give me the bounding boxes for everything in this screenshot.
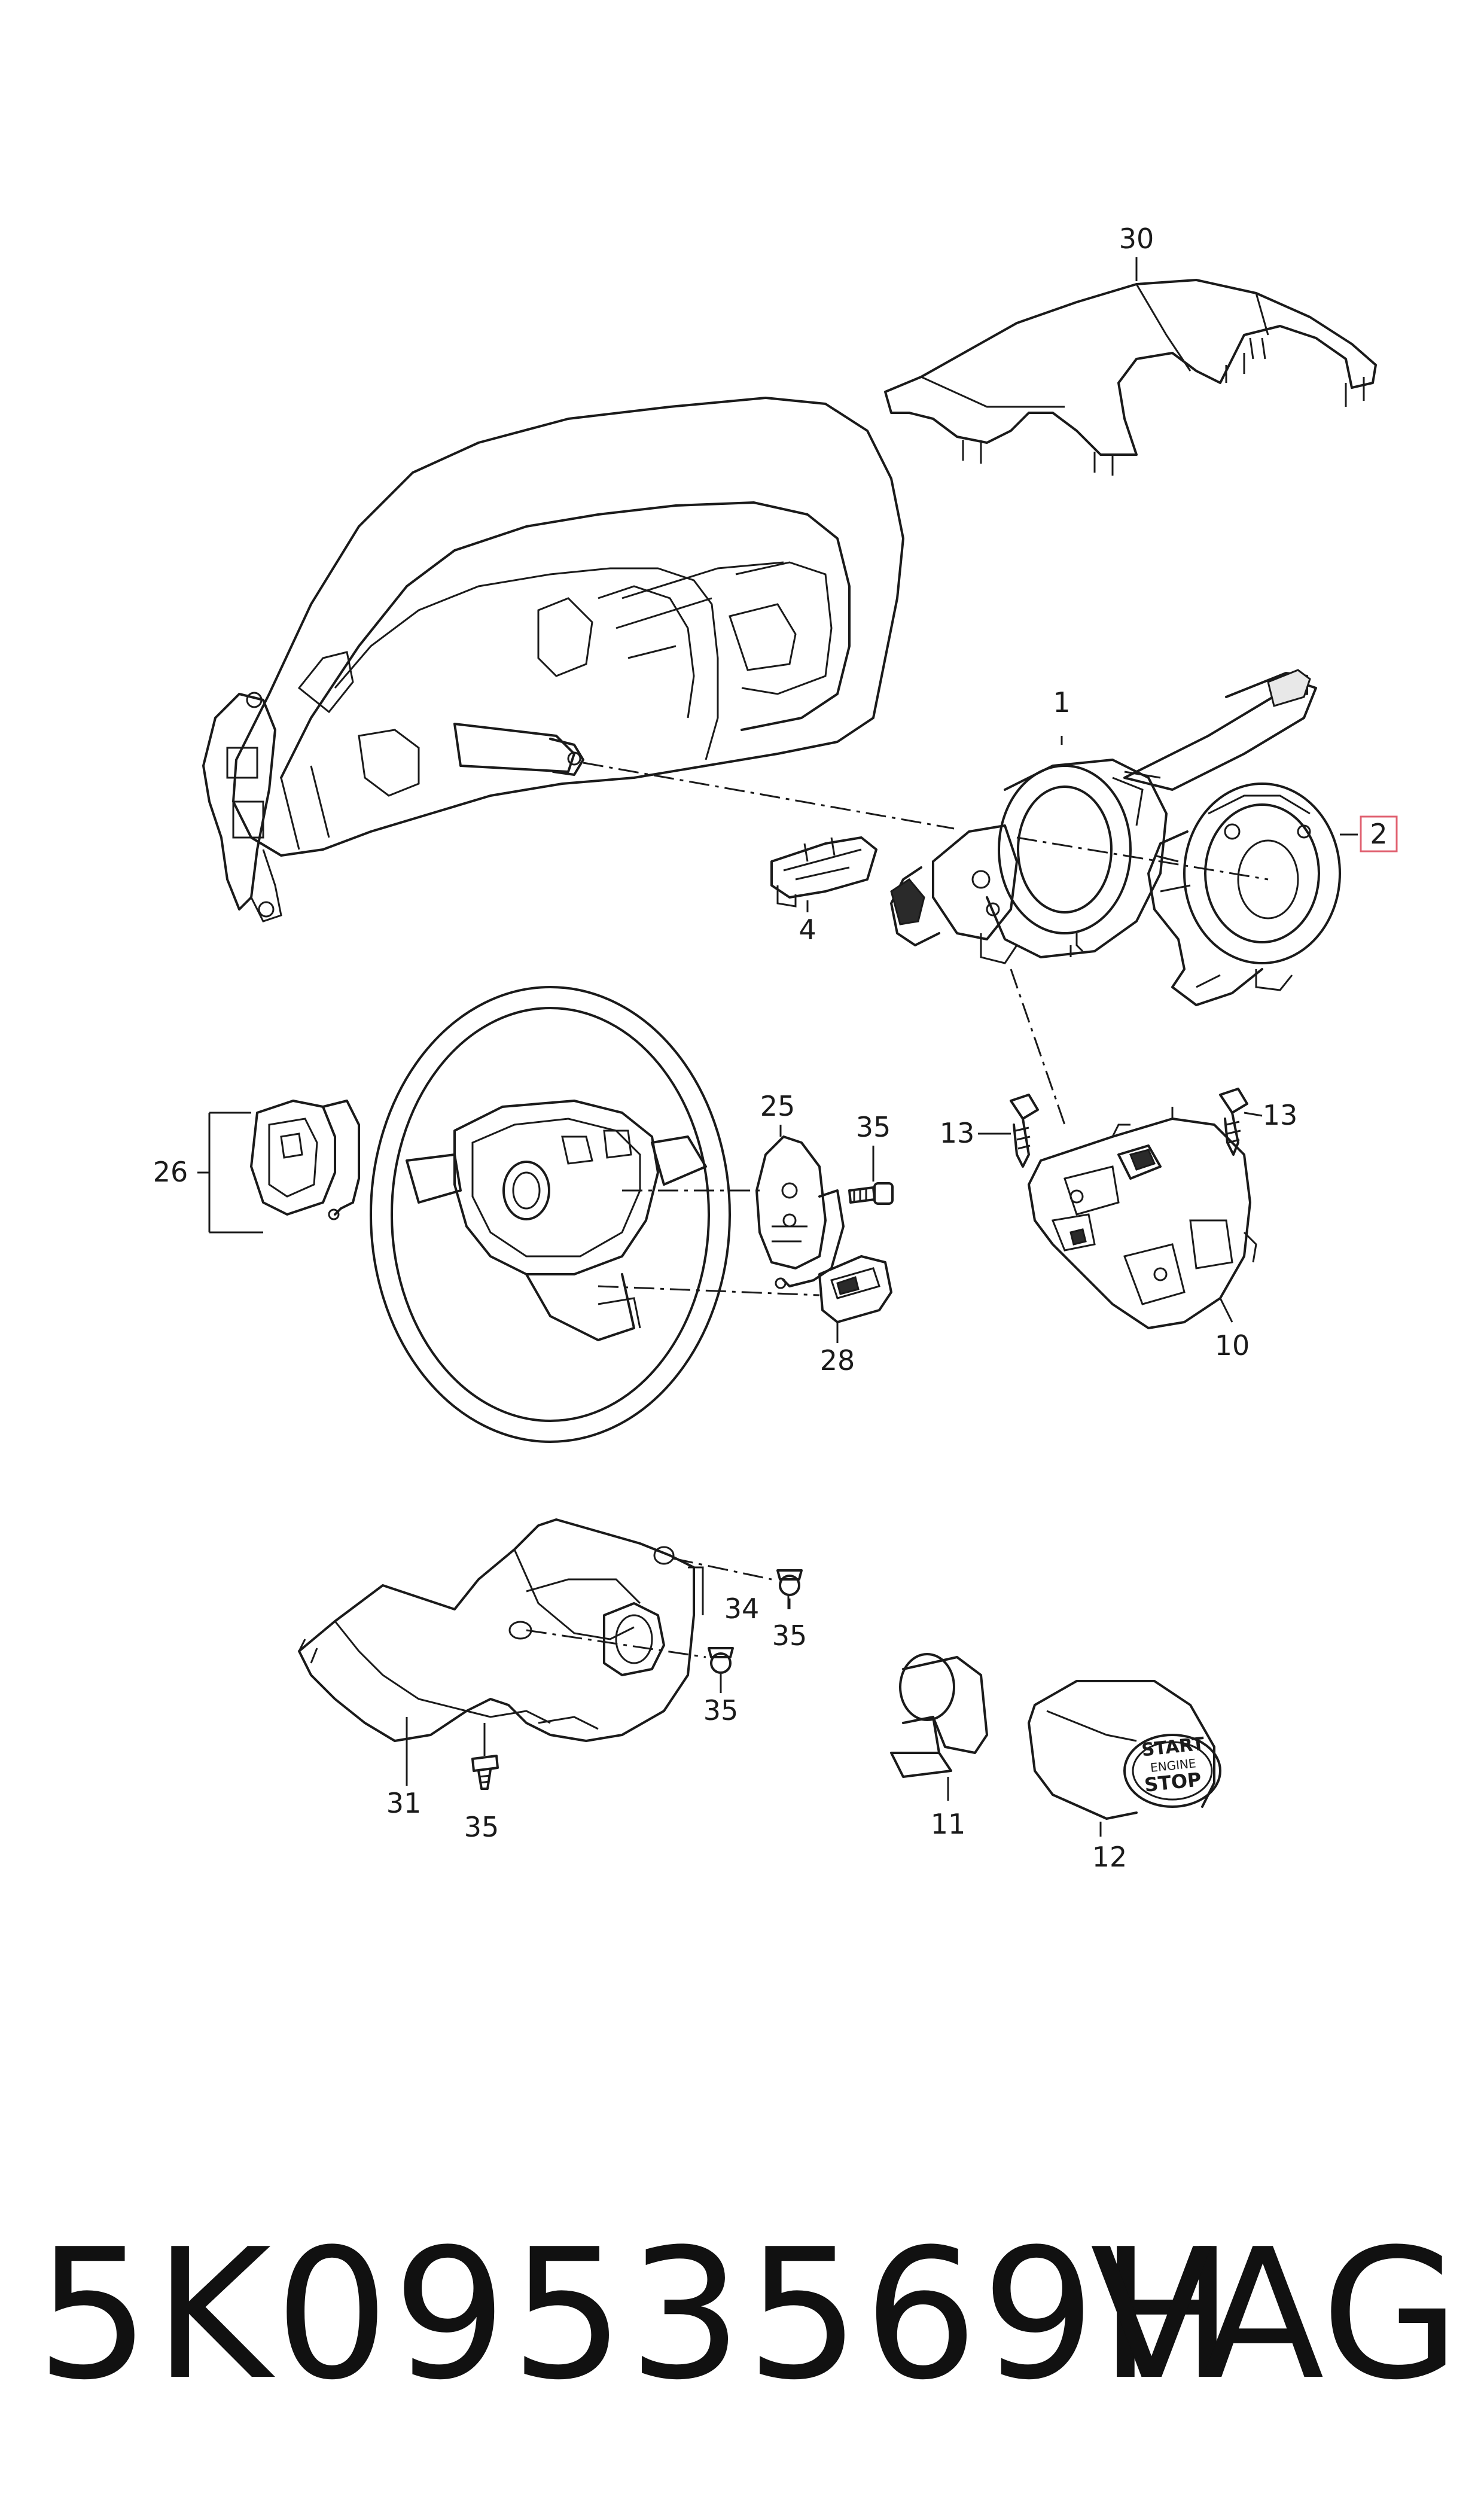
part-4-bracket xyxy=(770,836,877,908)
highlight-box-2 xyxy=(1360,815,1398,852)
leader-13-right xyxy=(1244,1112,1263,1117)
part-13-screw-left xyxy=(1010,1094,1039,1168)
part-13-screw-right xyxy=(1219,1088,1248,1156)
part-35-screw-upper xyxy=(848,1146,894,1205)
callout-30: 30 xyxy=(1119,223,1154,255)
callout-26: 26 xyxy=(153,1156,188,1188)
callout-11: 11 xyxy=(931,1808,966,1840)
part-number: 5K0953569H xyxy=(36,2211,1238,2419)
callout-12: 12 xyxy=(1092,1841,1128,1873)
part-26-switch xyxy=(197,1100,360,1234)
alignment-line-1 xyxy=(583,762,955,830)
callout-25: 25 xyxy=(760,1090,796,1122)
part-35-screw-right xyxy=(776,1569,803,1609)
callout-31: 31 xyxy=(386,1787,422,1819)
callout-labels: 30 1 2 4 25 35 26 13 13 28 10 34 35 35 3… xyxy=(153,223,1388,1873)
part-12-start-stop-button: START ENGINE STOP xyxy=(1028,1680,1221,1837)
part-2-clock-spring xyxy=(1147,783,1341,1006)
callout-2: 2 xyxy=(1370,818,1387,850)
leader-34 xyxy=(688,1566,704,1615)
part-35-screw-bottom xyxy=(471,1723,499,1790)
part-31-lower-column-cover xyxy=(298,1518,695,1786)
brand-name: VAG xyxy=(1090,2211,1460,2419)
callout-4: 4 xyxy=(799,914,816,946)
callout-35-upper: 35 xyxy=(856,1111,891,1143)
part-11-ring xyxy=(890,1653,988,1801)
callout-1: 1 xyxy=(1053,686,1070,718)
callout-13-left: 13 xyxy=(940,1117,975,1149)
part-30-upper-column-cover xyxy=(884,279,1377,476)
callout-10: 10 xyxy=(1215,1329,1250,1362)
dashboard-frame xyxy=(202,397,904,922)
part-1-combination-switch xyxy=(890,669,1317,964)
part-35-screw-middle xyxy=(708,1647,734,1693)
callout-35-right: 35 xyxy=(772,1619,807,1652)
alignment-line-2 xyxy=(1016,836,1269,881)
steering-wheel xyxy=(370,986,731,1443)
alignment-line-3 xyxy=(1010,969,1066,1125)
callout-28: 28 xyxy=(820,1344,855,1377)
alignment-line-6 xyxy=(672,1557,772,1581)
callout-35-middle: 35 xyxy=(703,1694,739,1727)
callout-35-bottom: 35 xyxy=(464,1811,499,1843)
part-25-multifunction-switch xyxy=(755,1125,845,1289)
callout-34: 34 xyxy=(724,1593,760,1625)
alignment-line-5 xyxy=(598,1285,820,1296)
callout-13-right: 13 xyxy=(1263,1099,1298,1131)
part-28-switch xyxy=(818,1255,892,1343)
part-10-control-module xyxy=(1028,1107,1257,1329)
alignment-line-7 xyxy=(526,1629,706,1658)
